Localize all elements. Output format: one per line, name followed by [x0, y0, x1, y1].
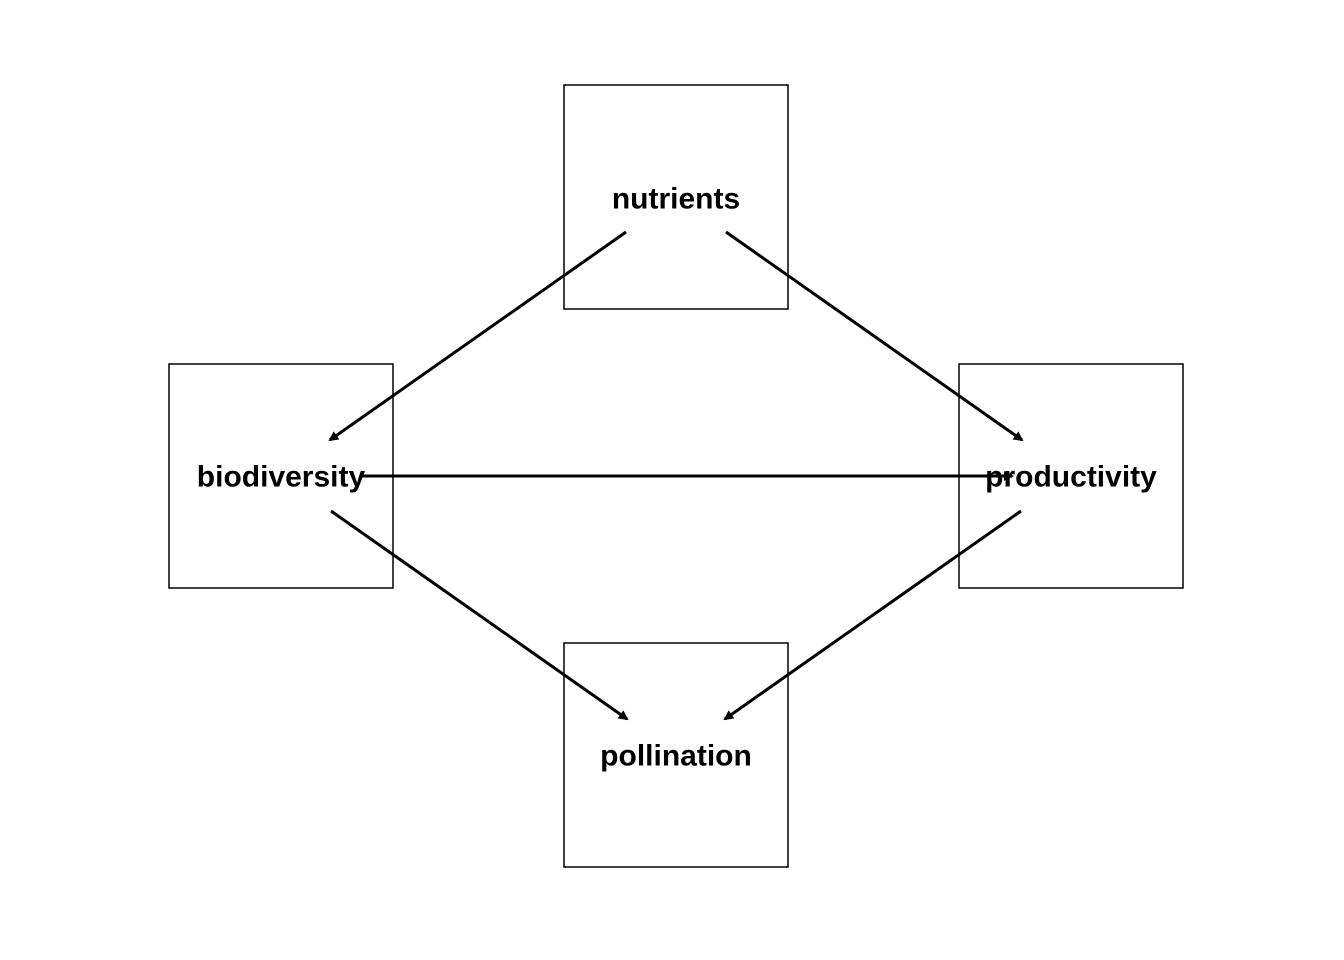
node-box-biodiversity: [168, 363, 394, 589]
edge-nutrients-to-productivity: [725, 230, 1024, 442]
node-label-biodiversity: biodiversity: [197, 461, 366, 494]
edge-nutrients-to-biodiversity: [328, 230, 627, 442]
node-label-pollination: pollination: [600, 740, 752, 773]
edge-productivity-to-pollination: [723, 509, 1022, 721]
edge-biodiversity-to-pollination: [330, 509, 629, 721]
node-label-productivity: productivity: [985, 461, 1157, 494]
node-box-pollination: [563, 642, 789, 868]
node-label-nutrients: nutrients: [612, 183, 740, 216]
node-box-nutrients: [563, 84, 789, 310]
